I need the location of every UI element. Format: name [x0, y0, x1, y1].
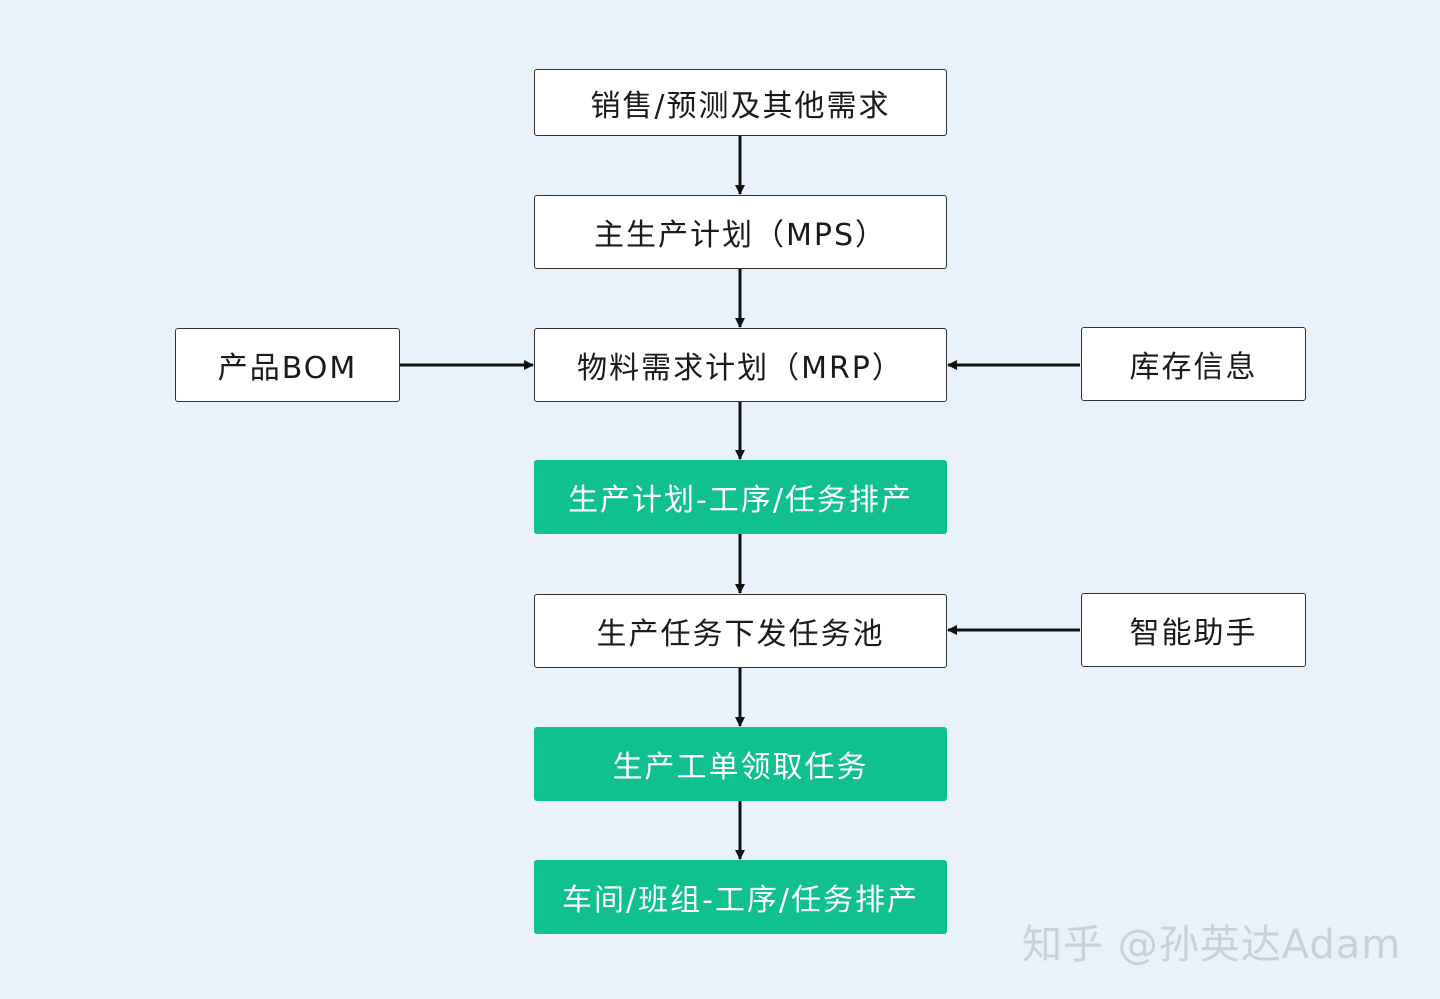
node-mps-label: 主生产计划（MPS） [593, 218, 888, 253]
node-mrp-label: 物料需求计划（MRP） [577, 351, 904, 386]
node-work-order-claim: 生产工单领取任务 [534, 727, 947, 801]
node-sales-forecast-label: 销售/预测及其他需求 [590, 88, 891, 124]
watermark: 知乎 @孙英达Adam [1022, 922, 1402, 968]
node-product-bom-label: 产品BOM [217, 351, 358, 386]
node-production-scheduling: 生产计划-工序/任务排产 [534, 460, 947, 534]
node-inventory-info: 库存信息 [1081, 327, 1306, 401]
node-workshop-scheduling: 车间/班组-工序/任务排产 [534, 860, 947, 934]
node-mrp: 物料需求计划（MRP） [534, 328, 947, 402]
node-production-scheduling-label: 生产计划-工序/任务排产 [568, 483, 913, 518]
node-inventory-info-label: 库存信息 [1129, 350, 1258, 385]
node-sales-forecast: 销售/预测及其他需求 [534, 69, 947, 136]
node-product-bom: 产品BOM [175, 328, 400, 402]
node-task-pool: 生产任务下发任务池 [534, 594, 947, 668]
node-work-order-claim-label: 生产工单领取任务 [612, 750, 869, 785]
node-mps: 主生产计划（MPS） [534, 195, 947, 269]
node-smart-assistant: 智能助手 [1081, 593, 1306, 667]
node-task-pool-label: 生产任务下发任务池 [596, 617, 885, 652]
node-workshop-scheduling-label: 车间/班组-工序/任务排产 [561, 883, 920, 918]
node-smart-assistant-label: 智能助手 [1129, 616, 1258, 651]
